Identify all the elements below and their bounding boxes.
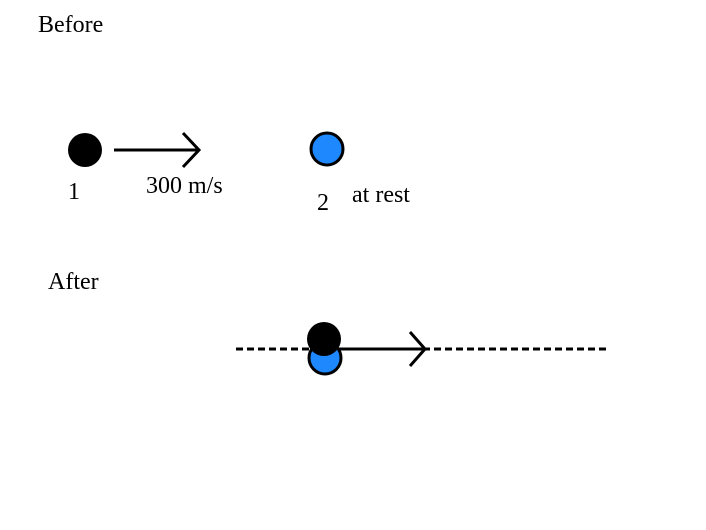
after-title: After xyxy=(48,269,99,295)
ball-2-label: 2 xyxy=(317,190,329,216)
ball-1-label: 1 xyxy=(68,179,80,205)
velocity-label: 300 m/s xyxy=(146,173,223,199)
ball-1-after xyxy=(307,322,341,356)
velocity-arrow xyxy=(114,131,202,169)
ball-2 xyxy=(309,131,345,167)
after-velocity-arrow xyxy=(340,331,428,367)
before-title: Before xyxy=(38,12,104,38)
ball-1 xyxy=(68,133,102,167)
rest-status-label: at rest xyxy=(352,182,410,208)
